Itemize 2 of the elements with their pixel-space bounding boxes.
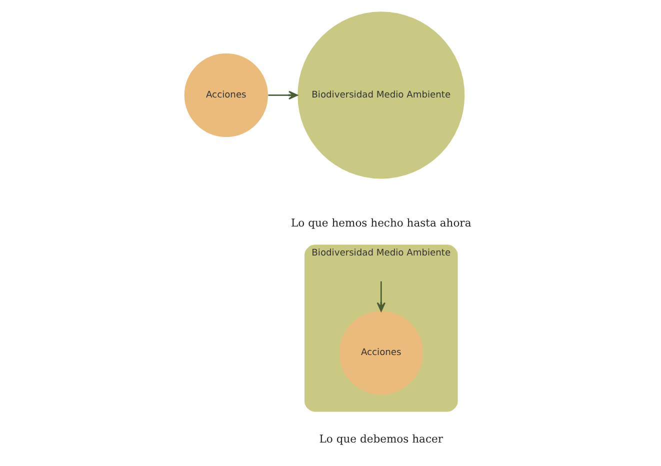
label: Lo que hemos hecho hasta ahora (290, 216, 471, 230)
label: Lo que debemos hacer (318, 432, 443, 446)
